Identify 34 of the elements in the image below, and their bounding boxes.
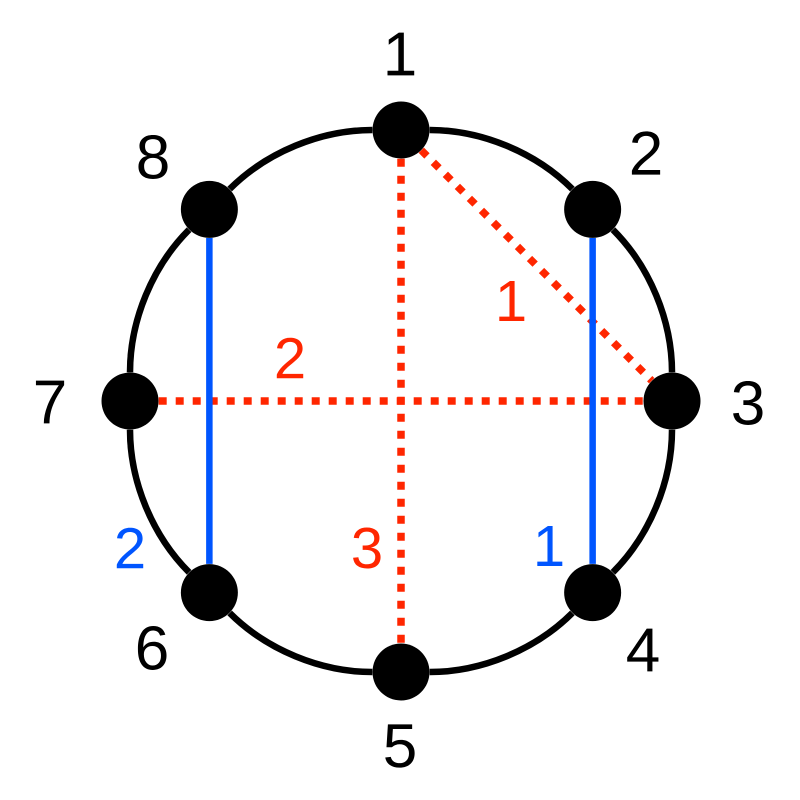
edge-label: 3 — [353, 527, 381, 569]
circle-arc — [126, 430, 192, 575]
dotted-line — [158, 397, 644, 405]
vertex-number: 6 — [138, 626, 167, 670]
circle-arc — [227, 126, 372, 192]
vertex-number: 2 — [632, 131, 660, 175]
vertex-number: 5 — [385, 724, 415, 768]
vertex-dot — [180, 564, 238, 622]
dotted-line — [418, 148, 654, 384]
vertex-dot — [102, 372, 158, 430]
vertex-number: 4 — [627, 628, 658, 672]
circle-arc — [227, 610, 372, 676]
dotted-line — [397, 158, 405, 644]
circle-arc — [610, 430, 676, 575]
circle-arc — [430, 610, 575, 676]
circle-arc — [430, 126, 575, 192]
chord-line — [206, 238, 213, 564]
vertex-dot — [644, 372, 700, 430]
edge-label: 1 — [537, 526, 562, 566]
edge-label: 2 — [276, 338, 304, 378]
edge-label: 1 — [499, 281, 524, 321]
vertex-dot — [372, 644, 430, 700]
vertex-dot — [564, 180, 622, 238]
vertex-number: 3 — [733, 381, 763, 425]
vertex-dot — [564, 564, 622, 622]
chord-line — [589, 238, 596, 564]
vertex-number: 8 — [138, 135, 168, 179]
vertex-dot — [180, 180, 238, 238]
vertex-number: 7 — [36, 380, 64, 424]
vertex-number: 1 — [387, 32, 414, 76]
edge-label: 2 — [116, 528, 144, 568]
vertex-dot — [372, 102, 430, 158]
circle-arc — [126, 227, 192, 372]
circle-arc — [610, 227, 676, 372]
